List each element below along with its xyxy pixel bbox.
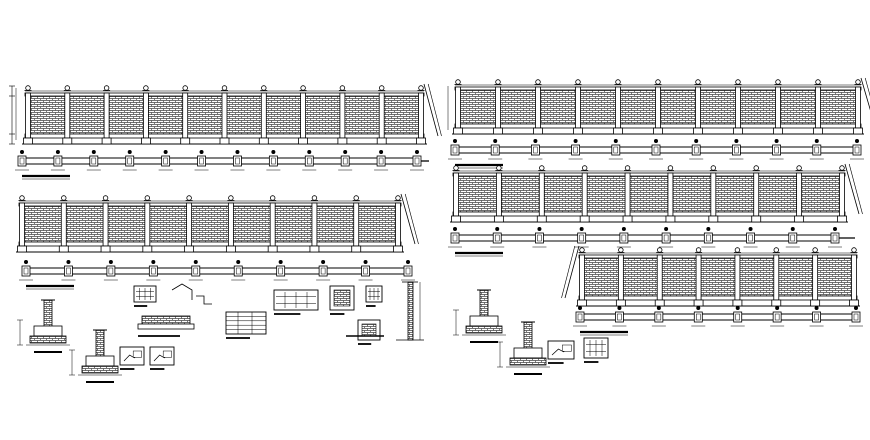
detail-box-hatch-2 [357, 319, 381, 345]
detail-box-sketch-1 [119, 346, 145, 370]
sheet-marks [15, 86, 449, 140]
detail-box-grid-2 [365, 285, 383, 307]
detail-box-tag-1 [273, 289, 319, 315]
pillar-section-right-2 [497, 321, 550, 375]
beam-detail-left [137, 315, 195, 337]
detail-box-hatch-1 [329, 285, 355, 315]
detail-box-table-1 [225, 311, 267, 339]
detail-box-sketch-3 [547, 340, 575, 364]
step-detail-left [171, 283, 212, 305]
detail-box-grid-3 [583, 337, 609, 363]
fence-elevation-right-top [452, 77, 870, 135]
detail-box-sketch-2 [149, 346, 175, 370]
fence-elevation-left-top [9, 83, 442, 145]
fence-infill [455, 175, 843, 213]
pillar-section-left-2 [69, 329, 122, 383]
pillar-section-right-1 [453, 289, 506, 343]
fence-elevation-right-middle [450, 163, 863, 223]
pillar-section-left-1 [17, 299, 70, 353]
fence-plan-left-top [15, 149, 429, 180]
fence-elevation-right-bottom [561, 245, 860, 307]
fence-plan-right-top [448, 138, 864, 169]
fence-plan-right-middle [448, 226, 855, 257]
column-detail-left [346, 281, 424, 341]
fence-elevation-left-middle [16, 193, 419, 253]
fence-infill [21, 205, 399, 243]
detail-box-grid-1 [133, 285, 157, 307]
fence-plan-left-bottom [19, 259, 415, 290]
fence-plan-right-bottom [573, 305, 863, 336]
